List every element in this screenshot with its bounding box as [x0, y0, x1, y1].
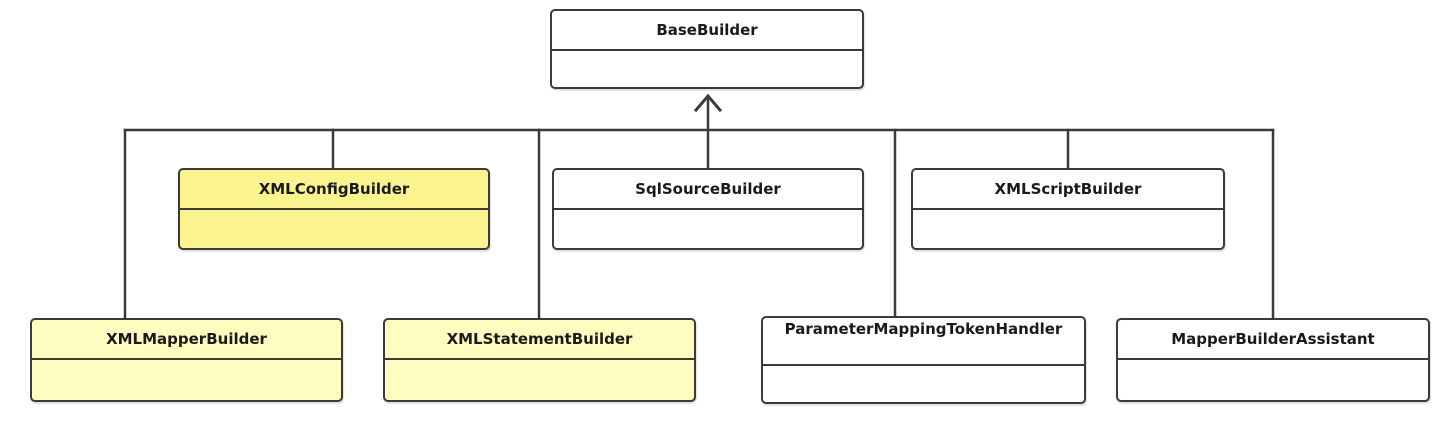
class-sql-source-builder: SqlSourceBuilder [552, 168, 864, 250]
class-name: XMLStatementBuilder [385, 320, 694, 360]
class-body [763, 366, 1084, 402]
class-body [32, 360, 341, 400]
class-parameter-mapping-token-handler: ParameterMappingTokenHandler [761, 316, 1086, 404]
inheritance-arrowhead [693, 93, 723, 113]
class-mapper-builder-assistant: MapperBuilderAssistant [1116, 318, 1430, 402]
class-name: MapperBuilderAssistant [1118, 320, 1428, 360]
class-body [180, 210, 488, 248]
class-xml-script-builder: XMLScriptBuilder [911, 168, 1225, 250]
class-xml-mapper-builder: XMLMapperBuilder [30, 318, 343, 402]
class-name: XMLScriptBuilder [913, 170, 1223, 210]
class-name: XMLMapperBuilder [32, 320, 341, 360]
class-xml-config-builder: XMLConfigBuilder [178, 168, 490, 250]
class-body [554, 210, 862, 248]
class-body [552, 51, 862, 87]
class-name: BaseBuilder [552, 11, 862, 51]
class-body [385, 360, 694, 400]
class-name: XMLConfigBuilder [180, 170, 488, 210]
class-name: ParameterMappingTokenHandler [763, 318, 1084, 366]
class-xml-statement-builder: XMLStatementBuilder [383, 318, 696, 402]
class-body [913, 210, 1223, 248]
class-base-builder: BaseBuilder [550, 9, 864, 89]
class-body [1118, 360, 1428, 400]
class-name: SqlSourceBuilder [554, 170, 862, 210]
